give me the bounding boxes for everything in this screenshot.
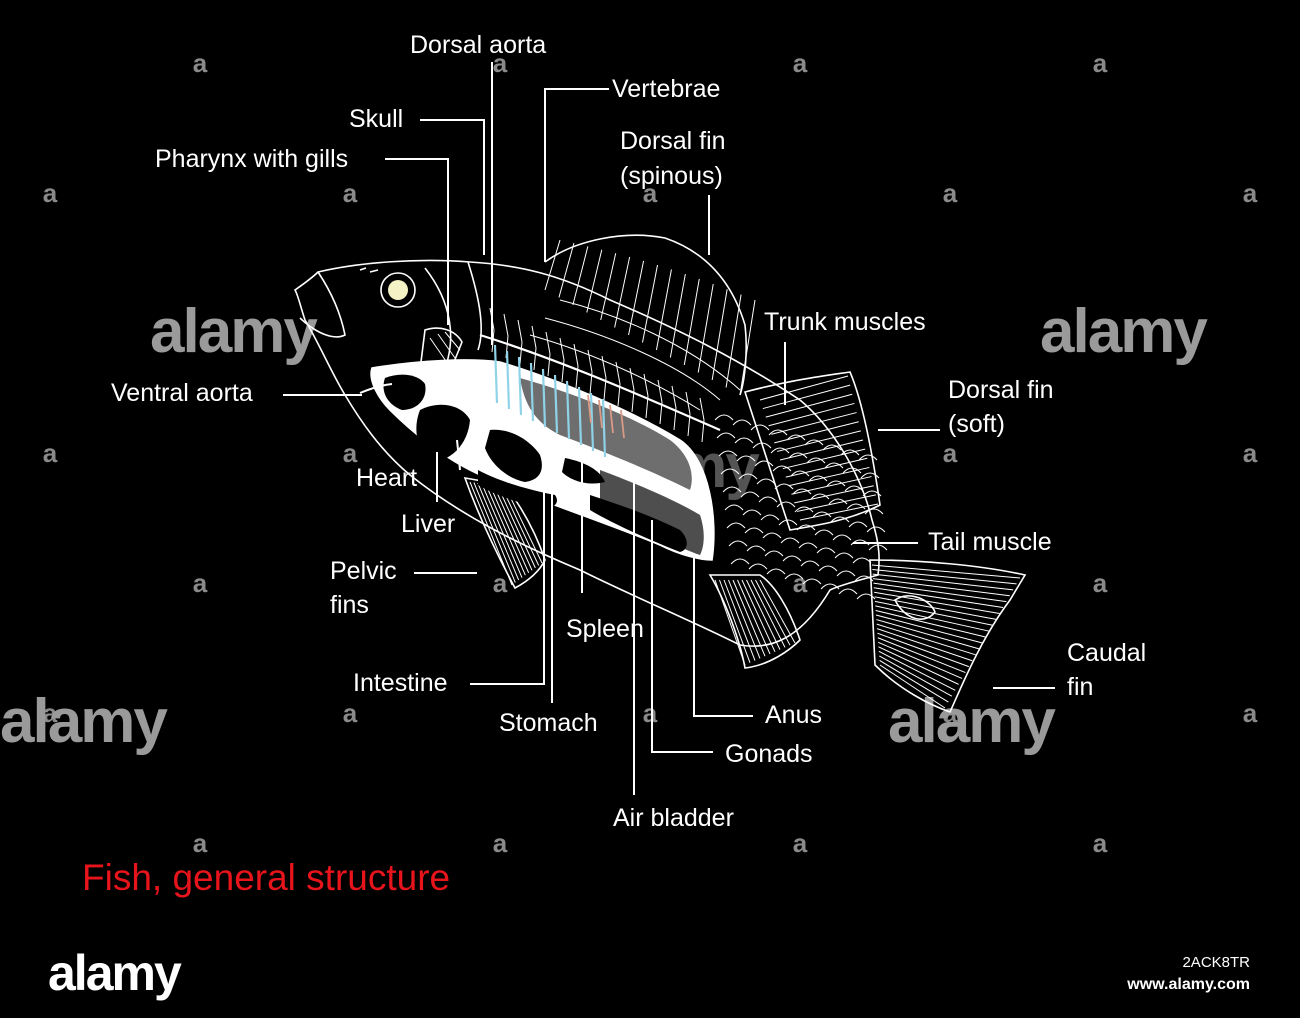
watermark-letter: a xyxy=(1243,178,1258,208)
watermark-letter: a xyxy=(343,178,358,208)
caudal-peduncle-mark xyxy=(893,595,936,620)
label-vertebrae: Vertebrae xyxy=(612,75,720,103)
label-dorsal-fin-spinous-line2: (spinous) xyxy=(620,162,723,190)
watermark-letter: a xyxy=(643,698,658,728)
watermark-letter: a xyxy=(943,178,958,208)
body-scales xyxy=(714,414,888,600)
mouth xyxy=(299,271,346,338)
label-skull: Skull xyxy=(349,105,403,133)
caudal-fin xyxy=(869,559,1027,713)
watermark-letter: a xyxy=(43,438,58,468)
leader-lines xyxy=(283,62,1055,795)
watermark-letter: a xyxy=(793,568,808,598)
label-tail-muscle: Tail muscle xyxy=(928,528,1052,556)
watermark-letter: a xyxy=(43,698,58,728)
label-dorsal-fin-spinous-line1: Dorsal fin xyxy=(620,127,726,155)
label-anus: Anus xyxy=(765,701,822,729)
intestine xyxy=(478,470,557,508)
watermark-letter: a xyxy=(493,828,508,858)
fish-body-outline xyxy=(293,259,880,647)
label-dorsal-fin-soft-line1: Dorsal fin xyxy=(948,376,1054,404)
label-intestine: Intestine xyxy=(353,669,448,697)
label-trunk-muscles: Trunk muscles xyxy=(764,308,926,336)
watermark-logo-3: alamy xyxy=(0,687,168,756)
footer-image-id: 2ACK8TR xyxy=(1182,954,1250,971)
label-caudal-fin-line2: fin xyxy=(1067,673,1093,701)
page-title: Fish, general structure xyxy=(82,857,450,898)
soft-dorsal-fin-rays xyxy=(759,375,879,521)
labels: Dorsal aorta Vertebrae Skull Pharynx wit… xyxy=(111,31,1146,832)
label-air-bladder: Air bladder xyxy=(613,804,734,832)
label-caudal-fin-line1: Caudal xyxy=(1067,639,1146,667)
watermark-letter: a xyxy=(343,438,358,468)
watermark-letter: a xyxy=(1093,828,1108,858)
watermark-letter: a xyxy=(1093,48,1108,78)
watermark-letter: a xyxy=(493,568,508,598)
watermark-letter: a xyxy=(193,568,208,598)
pharynx-gills xyxy=(419,327,463,378)
watermark-letter: a xyxy=(643,178,658,208)
watermark-letter: a xyxy=(193,48,208,78)
watermark-letter: a xyxy=(943,698,958,728)
anal-fin-rays xyxy=(714,579,796,666)
label-dorsal-aorta: Dorsal aorta xyxy=(410,31,546,59)
watermark-logo-2: alamy xyxy=(1040,297,1208,366)
watermark-letter: a xyxy=(343,698,358,728)
label-stomach: Stomach xyxy=(499,709,598,737)
liver xyxy=(416,404,470,462)
soft-dorsal-fin xyxy=(743,371,881,531)
eye xyxy=(388,280,408,300)
label-pelvic-fins-line1: Pelvic xyxy=(330,557,397,585)
spleen xyxy=(562,458,605,484)
head-contour xyxy=(467,261,482,351)
vertebrae xyxy=(479,307,721,443)
watermark-logo-1: alamy xyxy=(150,297,318,366)
fish-illustration xyxy=(293,234,1027,713)
watermark-logo-4: alamy xyxy=(888,687,1056,756)
dorsal-aorta-vessels xyxy=(493,344,625,458)
label-pelvic-fins-line2: fins xyxy=(330,591,369,619)
heart xyxy=(383,374,426,410)
watermark-letter: a xyxy=(493,48,508,78)
label-pharynx: Pharynx with gills xyxy=(155,145,348,173)
air-bladder xyxy=(520,378,692,490)
pelvic-fin xyxy=(463,476,546,590)
watermark-letter: a xyxy=(1243,438,1258,468)
watermark-letter: a xyxy=(793,48,808,78)
ventral-aorta xyxy=(359,383,393,394)
label-liver: Liver xyxy=(401,510,455,538)
watermark-letter: a xyxy=(43,178,58,208)
eye-ring xyxy=(380,272,416,308)
label-spleen: Spleen xyxy=(566,615,644,643)
watermark-letter: a xyxy=(1093,568,1108,598)
stomach xyxy=(485,429,542,482)
label-dorsal-fin-soft-line2: (soft) xyxy=(948,410,1005,438)
watermark-letter: a xyxy=(943,438,958,468)
anal-fin xyxy=(708,574,801,669)
watermark-letter: a xyxy=(793,828,808,858)
label-gonads: Gonads xyxy=(725,740,813,768)
watermark-letter: a xyxy=(193,828,208,858)
spinous-dorsal-fin-rays xyxy=(544,239,756,396)
watermark-letter: a xyxy=(1243,698,1258,728)
label-ventral-aorta: Ventral aorta xyxy=(111,379,253,407)
footer-logo: alamy xyxy=(48,945,182,1001)
watermark-logos: alamy alamy alamy alamy alamy xyxy=(0,297,1210,756)
footer-url: www.alamy.com xyxy=(1126,976,1250,993)
nostril-marks xyxy=(359,267,379,273)
label-heart: Heart xyxy=(356,464,417,492)
